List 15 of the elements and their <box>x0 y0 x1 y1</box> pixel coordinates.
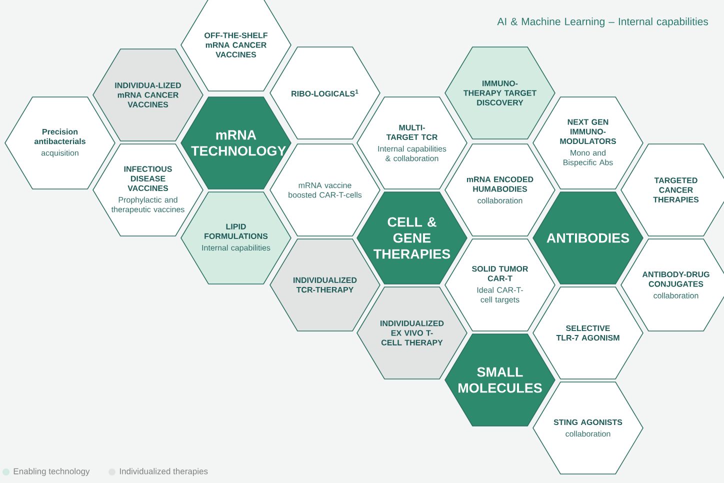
program-hexagon: NEXT GEN IMMUNO-MODULATORS Mono and Bispecific Abs <box>532 96 644 190</box>
program-hexagon: INDIVIDUALIZED EX VIVO T-CELL THERAPY <box>356 286 468 380</box>
technology-hexagon: ANTIBODIES <box>532 192 644 284</box>
legend-item: Individualized therapies <box>108 468 208 476</box>
program-hexagon: RIBO-LOGICALS$^{1}$ <box>270 46 380 140</box>
technology-hexagon: mRNA TECHNOLOGY <box>180 96 292 190</box>
program-hexagon: OFF-THE-SHELF mRNA CANCER VACCINES <box>180 0 292 92</box>
title: AI & Machine Learning – Internal capabilities <box>497 18 708 28</box>
legend-item: Enabling technology <box>2 468 90 476</box>
program-hexagon: Precision antibacterials acquisition <box>4 96 116 190</box>
program-hexagon: SELECTIVE TLR-7 AGONISM <box>532 286 644 380</box>
program-hexagon: INDIVIDUA-LIZED mRNA CANCER VACCINES <box>92 48 204 142</box>
program-hexagon: IMMUNO-THERAPY TARGET DISCOVERY <box>444 46 556 140</box>
program-hexagon: MULTI-TARGET TCR Internal capabilities & collaboration <box>356 96 468 190</box>
technology-hexagon: SMALL MOLECULES <box>444 334 556 426</box>
